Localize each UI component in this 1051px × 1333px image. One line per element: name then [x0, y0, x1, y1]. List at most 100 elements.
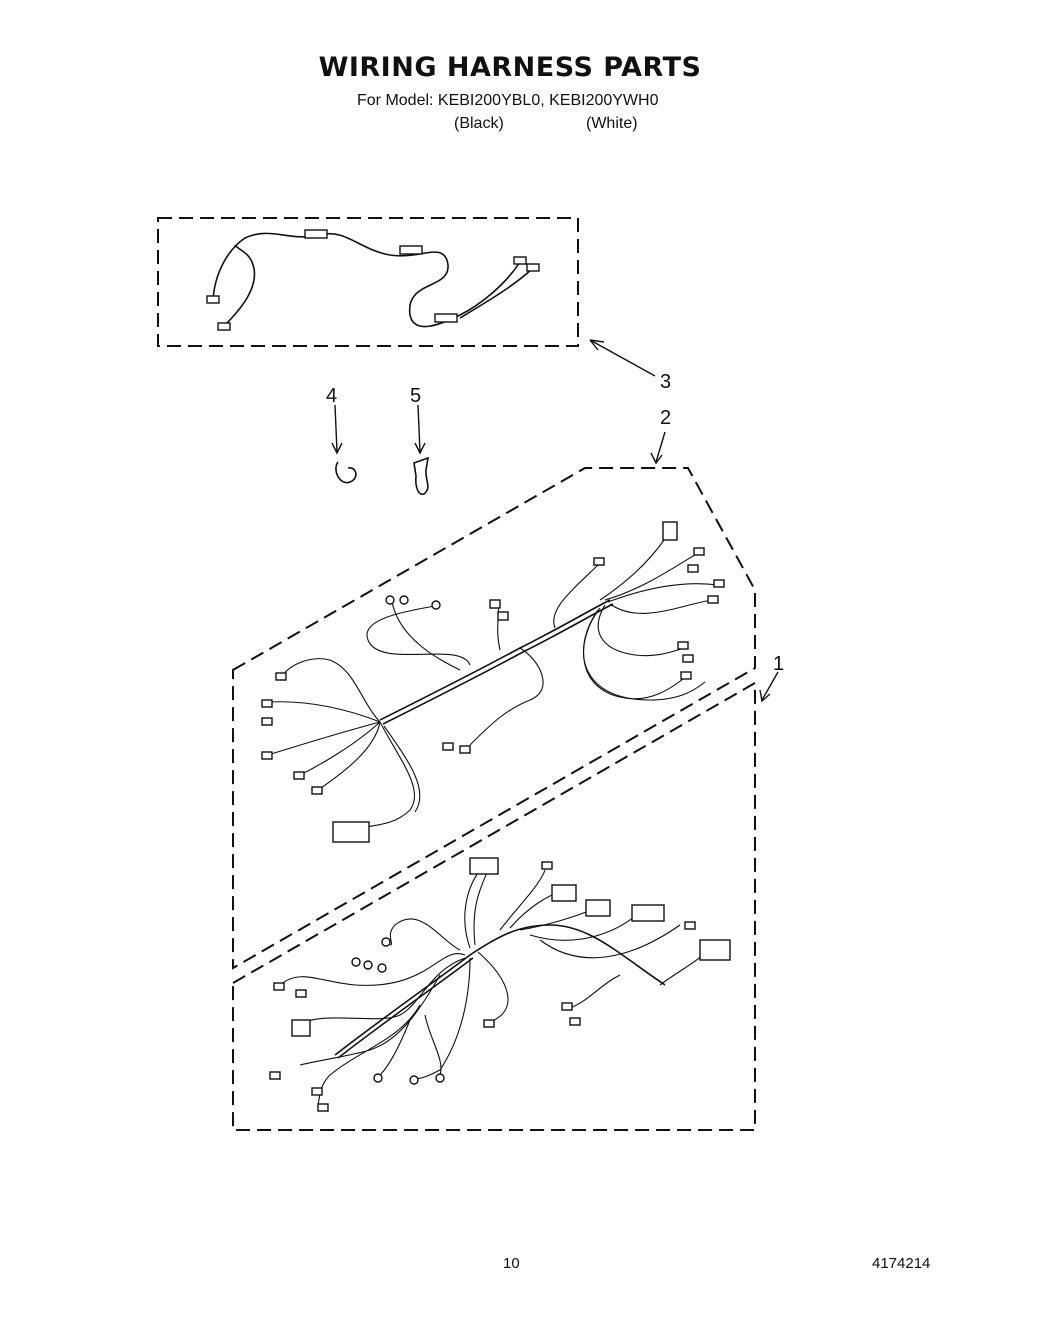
- part-2-terminal: [311, 786, 323, 795]
- part-2-branch: [599, 539, 665, 601]
- part-2-branch: [317, 721, 381, 791]
- part-1-connector: [631, 904, 665, 922]
- callout-2-label: 2: [660, 407, 671, 429]
- part-3-group: [157, 217, 656, 377]
- part-2-branch: [607, 583, 719, 603]
- part-3-frame: [157, 217, 579, 347]
- part-1-branch: [499, 869, 546, 931]
- part-2-terminal: [261, 751, 273, 760]
- part-2-terminal: [459, 745, 471, 754]
- part-1-branch: [389, 918, 461, 951]
- part-1-terminal: [561, 1002, 573, 1011]
- part-1-connector: [699, 939, 731, 961]
- part-2-terminal: [687, 564, 699, 573]
- part-1-connector: [291, 1019, 311, 1037]
- part-1-branch: [317, 1004, 421, 1106]
- part-1-branch: [379, 1019, 411, 1076]
- part-2-terminal: [680, 671, 692, 680]
- part-1-branch: [279, 953, 466, 986]
- part-1-frame: [232, 681, 756, 1131]
- part-3-terminal: [513, 256, 527, 265]
- part-2-terminal: [682, 654, 694, 663]
- part-2-terminal: [677, 641, 689, 650]
- part-2-ring-terminal: [399, 595, 409, 605]
- part-1-branch: [299, 957, 466, 1026]
- callout-5-leader: [417, 404, 421, 453]
- model-line: For Model: KEBI200YBL0, KEBI200YWH0: [357, 92, 659, 109]
- part-1-ring-terminal: [373, 1073, 383, 1083]
- part-1-branch: [424, 1014, 442, 1076]
- part-2-branch: [553, 564, 599, 629]
- part-2-branch: [383, 725, 421, 813]
- part-2-branch: [359, 721, 416, 829]
- part-1-connector: [551, 884, 577, 902]
- part-2-terminal: [489, 599, 501, 609]
- part-2-terminal: [261, 699, 273, 708]
- part-2-ring-terminal: [385, 595, 395, 605]
- part-2-branch: [281, 658, 381, 723]
- part-1-branch: [464, 869, 481, 949]
- part-1-branch: [473, 864, 491, 946]
- callout-4-leader: [334, 404, 338, 453]
- part-1-branch: [299, 974, 441, 1066]
- variant-white-label: (White): [586, 115, 638, 132]
- part-3-wire: [212, 232, 521, 328]
- callout-3-leader: [589, 339, 656, 377]
- part-1-ring-terminal: [381, 937, 391, 947]
- part-2-branch: [597, 604, 686, 657]
- page-number: 10: [503, 1255, 520, 1272]
- page-title: WIRING HARNESS PARTS: [318, 52, 702, 83]
- part-2-branch: [497, 603, 501, 651]
- part-2-frame: [232, 467, 756, 970]
- callout-2-arrowhead: [650, 452, 663, 465]
- part-1-branch: [477, 951, 509, 1023]
- part-1-terminal: [295, 989, 307, 998]
- part-1-branch: [529, 911, 641, 941]
- part-4-clip: [331, 404, 357, 484]
- part-2-branch: [267, 721, 381, 756]
- part-1-connector: [585, 899, 611, 917]
- part-1-trunk: [334, 924, 666, 1056]
- part-1-branch: [539, 924, 681, 959]
- part-2-trunk-b: [382, 603, 614, 725]
- part-1-ring-terminal: [363, 960, 373, 970]
- part-1-ring-terminal: [409, 1075, 419, 1085]
- part-2-branch: [604, 552, 699, 601]
- part-1-connector: [469, 857, 499, 875]
- part-2-branch: [299, 721, 381, 776]
- part-1-group: [232, 671, 779, 1131]
- callout-3-arrowhead: [589, 339, 605, 351]
- part-1-ring-terminal: [351, 957, 361, 967]
- part-3-sleeve: [434, 313, 458, 323]
- part-2-terminal: [442, 742, 454, 751]
- callout-1-leader: [761, 671, 779, 701]
- part-2-terminal: [707, 595, 719, 604]
- callout-5-arrowhead: [414, 442, 426, 455]
- part-2-terminal: [593, 557, 605, 566]
- part-2-ring-terminal: [431, 600, 441, 610]
- part-2-terminal: [693, 547, 705, 556]
- callout-1-arrowhead: [759, 689, 771, 703]
- callout-4-label: 4: [326, 385, 337, 407]
- callout-4-arrowhead: [331, 442, 343, 455]
- part-3-sleeve: [304, 229, 328, 239]
- part-1-branch: [569, 974, 621, 1009]
- part-2-branch: [269, 701, 381, 723]
- part-1-terminal: [311, 1087, 323, 1096]
- part-1-branch: [414, 957, 471, 1079]
- part-1-ring-terminal: [435, 1073, 445, 1083]
- part-1-terminal: [684, 921, 696, 930]
- part-2-terminal: [293, 771, 305, 780]
- part-1-branch: [659, 951, 706, 986]
- part-1-terminal: [483, 1019, 495, 1028]
- part-2-trunk: [379, 599, 611, 721]
- callout-5-label: 5: [410, 385, 421, 407]
- part-1-terminal: [269, 1071, 281, 1080]
- callout-1-label: 1: [773, 653, 784, 675]
- part-1-terminal: [541, 861, 553, 870]
- part-2-branch: [582, 609, 706, 701]
- part-2-branch: [609, 599, 713, 614]
- part-2-connector: [332, 821, 370, 843]
- callout-3-label: 3: [660, 371, 671, 393]
